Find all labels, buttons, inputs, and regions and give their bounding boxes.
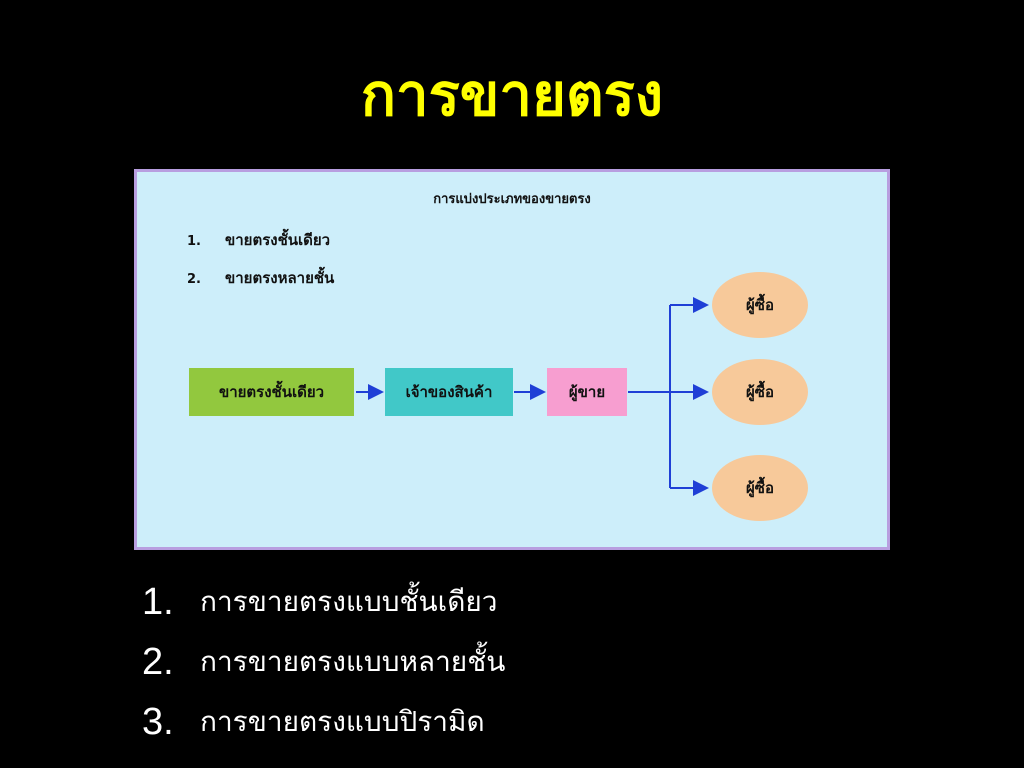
direct-sales-diagram: การแบ่งประเภทของขายตรง 1. ขายตรงชั้นเดียว…: [134, 169, 890, 550]
product-owner-box: เจ้าของสินค้า: [385, 368, 513, 416]
bullet-number: 3.: [142, 700, 174, 743]
bullet-number: 2.: [142, 640, 174, 683]
slide-title: การขายตรง: [360, 61, 664, 129]
bullet-list: 1. การขายตรงแบบชั้นเดียว 2. การขายตรงแบบหล…: [142, 572, 505, 752]
diagram-list-item: 2. ขายตรงหลายชั้น: [187, 266, 334, 290]
bullet-text: การขายตรงแบบหลายชั้น: [200, 645, 506, 678]
bullet-item: 2. การขายตรงแบบหลายชั้น: [142, 632, 505, 692]
diagram-title: การแบ่งประเภทของขายตรง: [433, 192, 591, 207]
diagram-list-item: 1. ขายตรงชั้นเดียว: [187, 228, 330, 252]
diagram-list-number: 2.: [187, 272, 201, 287]
diagram-list-number: 1.: [187, 234, 201, 249]
diagram-list-text: ขายตรงชั้นเดียว: [225, 231, 331, 249]
bullet-text: การขายตรงแบบปิรามิด: [200, 705, 485, 738]
bullet-number: 1.: [142, 580, 174, 623]
buyer-oval: ผู้ซื้อ: [712, 455, 808, 521]
buyer-oval: ผู้ซื้อ: [712, 272, 808, 338]
single-level-box: ขายตรงชั้นเดียว: [189, 368, 354, 416]
bullet-item: 1. การขายตรงแบบชั้นเดียว: [142, 572, 505, 632]
bullet-item: 3. การขายตรงแบบปิรามิด: [142, 692, 505, 752]
diagram-list-text: ขายตรงหลายชั้น: [225, 269, 335, 287]
buyer-oval: ผู้ซื้อ: [712, 359, 808, 425]
diagram-connectors: [356, 297, 709, 496]
seller-box: ผู้ขาย: [547, 368, 627, 416]
bullet-text: การขายตรงแบบชั้นเดียว: [200, 585, 498, 618]
